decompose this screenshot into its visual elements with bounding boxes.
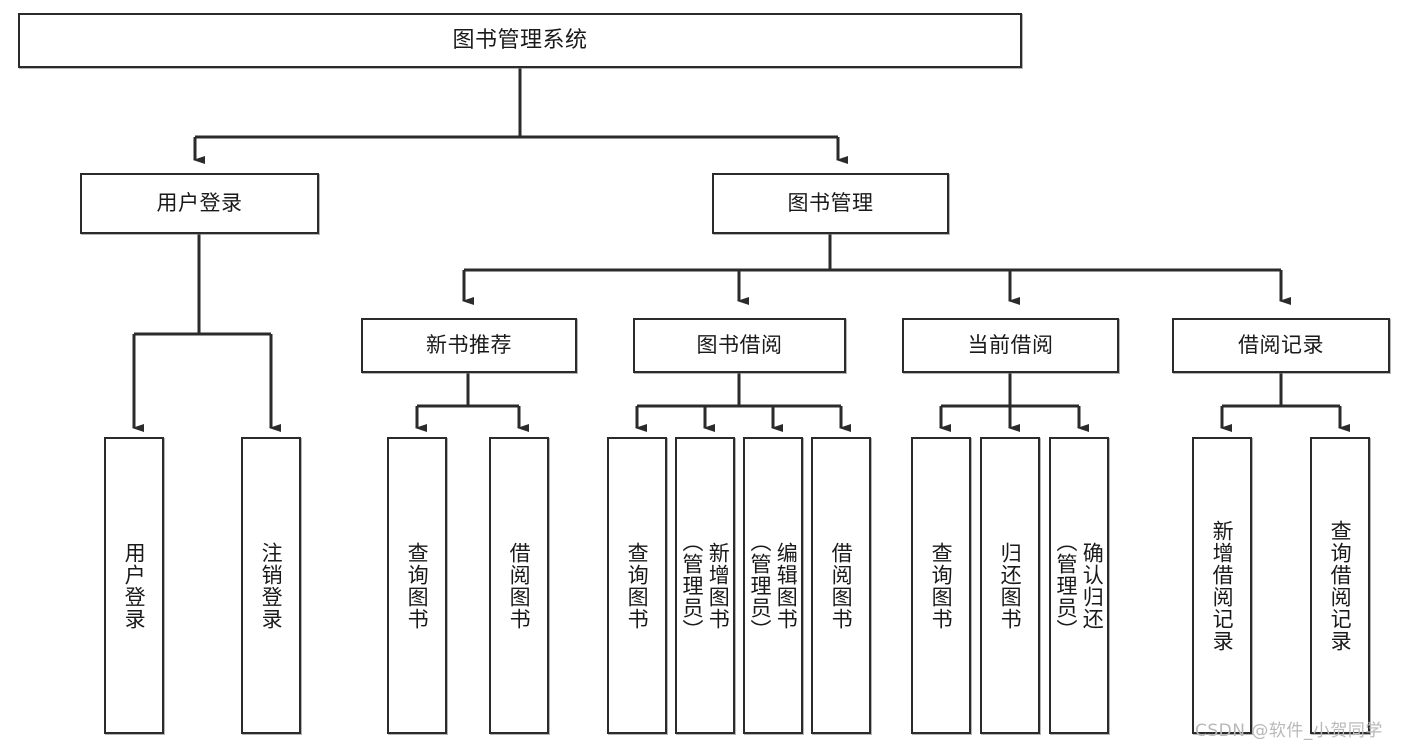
node-label: 当前借阅 xyxy=(967,333,1054,358)
node-label: 新增图书 （管理员） xyxy=(680,530,731,641)
node-label: 用户登录 xyxy=(122,541,147,630)
node-label: 新书推荐 xyxy=(426,333,512,358)
leaf-edit-book-admin[interactable]: 编辑图书 （管理员） xyxy=(743,437,803,734)
node-root[interactable]: 图书管理系统 xyxy=(18,13,1022,68)
node-label: 注销登录 xyxy=(259,541,284,630)
leaf-query-book-current[interactable]: 查询图书 xyxy=(911,437,971,734)
node-label: 图书借阅 xyxy=(696,333,783,358)
node-label: 查询图书 xyxy=(625,541,650,630)
node-book-borrow[interactable]: 图书借阅 xyxy=(633,318,846,373)
leaf-confirm-return-admin[interactable]: 确认归还 （管理员） xyxy=(1049,437,1109,734)
leaf-query-borrow-record[interactable]: 查询借阅记录 xyxy=(1310,437,1370,734)
node-current-borrow[interactable]: 当前借阅 xyxy=(902,318,1119,373)
node-borrow-record[interactable]: 借阅记录 xyxy=(1172,318,1390,373)
node-label: 查询图书 xyxy=(405,541,430,630)
node-label: 图书管理系统 xyxy=(452,27,588,53)
leaf-borrow-book-recommend[interactable]: 借阅图书 xyxy=(489,437,549,734)
node-label: 借阅记录 xyxy=(1238,333,1324,358)
leaf-add-book-admin[interactable]: 新增图书 （管理员） xyxy=(675,437,735,734)
node-user-login[interactable]: 用户登录 xyxy=(80,173,319,234)
node-label: 确认归还 （管理员） xyxy=(1054,530,1105,641)
node-label: 借阅图书 xyxy=(507,541,532,630)
node-label: 图书管理 xyxy=(787,191,874,216)
node-label: 新增借阅记录 xyxy=(1210,519,1235,652)
node-label: 归还图书 xyxy=(998,541,1023,630)
leaf-return-book[interactable]: 归还图书 xyxy=(980,437,1040,734)
node-label: 用户登录 xyxy=(156,191,243,216)
leaf-query-book-recommend[interactable]: 查询图书 xyxy=(387,437,447,734)
leaf-query-book-borrow[interactable]: 查询图书 xyxy=(607,437,667,734)
watermark: CSDN @软件_小贺同学 xyxy=(1195,721,1383,741)
node-label: 查询借阅记录 xyxy=(1328,519,1353,652)
leaf-user-login[interactable]: 用户登录 xyxy=(104,437,164,734)
node-label: 编辑图书 （管理员） xyxy=(748,530,799,641)
leaf-borrow-book[interactable]: 借阅图书 xyxy=(811,437,871,734)
node-book-management[interactable]: 图书管理 xyxy=(712,173,949,234)
node-new-book-recommend[interactable]: 新书推荐 xyxy=(361,318,577,373)
leaf-add-borrow-record[interactable]: 新增借阅记录 xyxy=(1192,437,1252,734)
leaf-logout[interactable]: 注销登录 xyxy=(241,437,301,734)
node-label: 查询图书 xyxy=(929,541,954,630)
node-label: 借阅图书 xyxy=(829,541,854,630)
